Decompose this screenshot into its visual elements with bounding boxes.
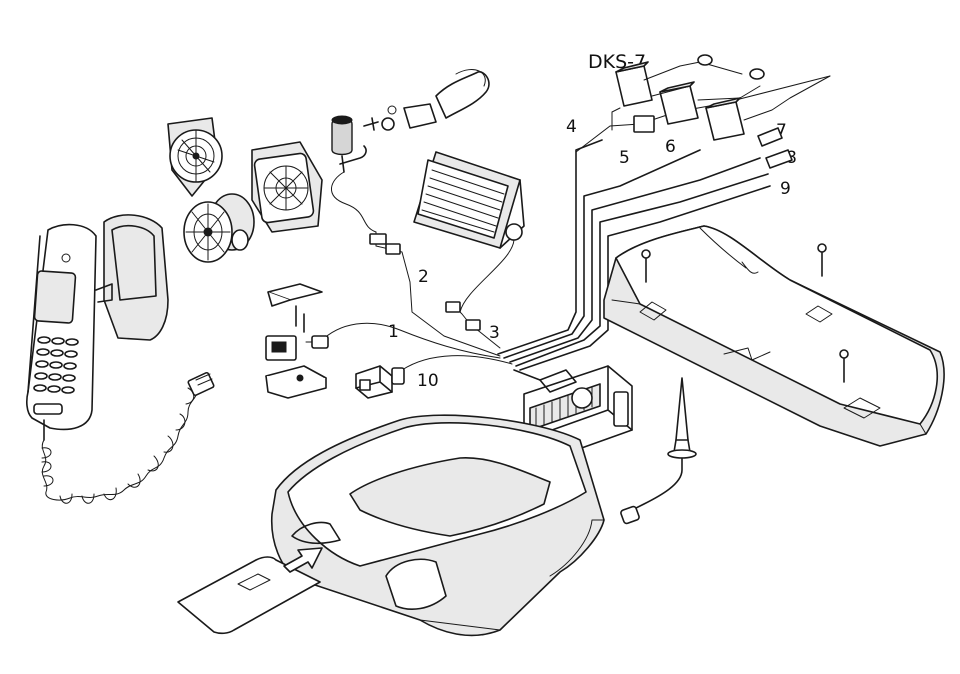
microphone — [331, 115, 377, 233]
wiring-harness — [319, 75, 831, 381]
handset-keypad — [33, 336, 79, 394]
callout-7: 7 — [776, 121, 787, 141]
spade-terminal-7 — [757, 127, 783, 147]
callout-9: 9 — [780, 179, 791, 199]
callout-4: 4 — [566, 117, 577, 137]
relay-7 — [705, 101, 745, 141]
spade-terminal-8 — [765, 149, 793, 169]
callout-3: 3 — [489, 323, 500, 343]
phone-socket-parts — [265, 283, 329, 399]
insert-arrow-icon — [283, 547, 323, 573]
sim-card — [177, 556, 321, 635]
handset-holder — [103, 214, 169, 341]
callout-1: 1 — [388, 322, 399, 342]
callout-5: 5 — [619, 148, 630, 168]
callout-2: 2 — [418, 267, 429, 287]
mounting-bracket-clip — [363, 69, 490, 131]
relay-4 — [615, 65, 653, 107]
callout-10: 10 — [417, 371, 439, 391]
transceiver-latch — [385, 558, 447, 610]
mic-connector — [369, 233, 387, 245]
callout-6: 6 — [665, 137, 676, 157]
power-connector-10 — [355, 365, 405, 399]
speaker-small — [167, 117, 223, 197]
screw-2 — [817, 243, 827, 253]
screw-1 — [641, 249, 651, 259]
handset-display — [33, 270, 77, 324]
external-speaker — [413, 151, 525, 313]
ring-terminal-2 — [749, 68, 765, 80]
coiled-cable — [41, 371, 215, 504]
handset — [26, 214, 169, 431]
ring-terminal-1 — [697, 54, 713, 66]
relay-6 — [659, 85, 699, 125]
antenna — [620, 377, 697, 525]
base-plate — [603, 225, 945, 447]
sim-slot — [291, 521, 341, 545]
screw-3 — [839, 349, 849, 359]
transceiver-unit — [270, 414, 605, 637]
speaker-pod — [183, 193, 255, 263]
dks7-relay-group — [611, 54, 831, 169]
speaker-grille — [251, 141, 323, 233]
transceiver-lid — [349, 457, 551, 537]
handset-earpiece-icon — [61, 253, 71, 263]
speaker-connector — [445, 301, 461, 313]
